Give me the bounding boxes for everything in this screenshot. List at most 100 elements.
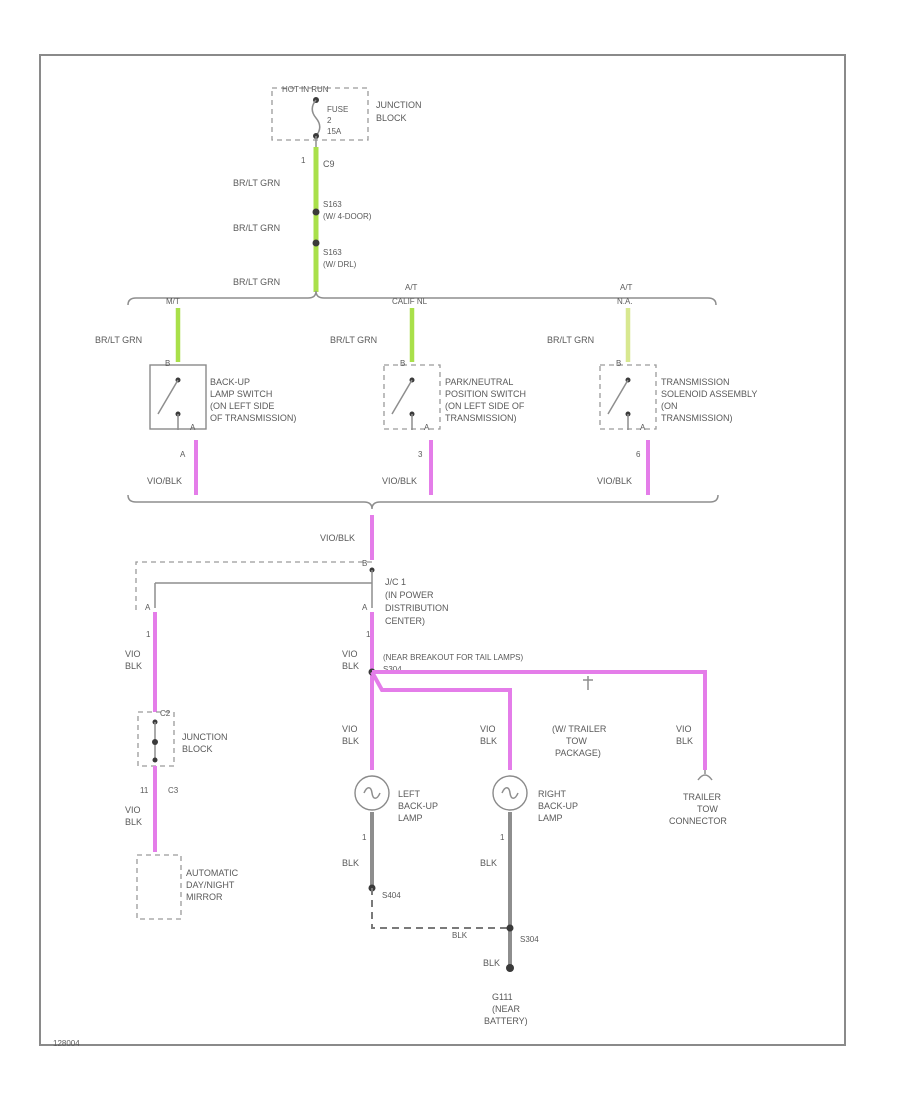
left-wire2-color-line1: VIO — [125, 805, 141, 815]
left-lamp-name-line3: LAMP — [398, 813, 423, 823]
left-ground-wire-label: BLK — [342, 858, 359, 868]
switch1-name-line1: BACK-UP — [210, 377, 250, 387]
pdc-input-wire-label: VIO/BLK — [320, 533, 355, 543]
trailer-package-line3: PACKAGE) — [555, 748, 601, 758]
trailer-wire-color-line1: VIO — [676, 724, 692, 734]
splice-s404-id: S404 — [382, 891, 401, 900]
switch-park-neutral: A/T CALIF NL BR/LT GRN B A PARK/NEUTRAL … — [330, 283, 526, 495]
ground-location-line1: (NEAR — [492, 1004, 521, 1014]
left-lamp-name-line2: BACK-UP — [398, 801, 438, 811]
switch1-name-line3: (ON LEFT SIDE — [210, 401, 274, 411]
left-jb-name-line2: BLOCK — [182, 744, 213, 754]
fuse-connector-id: C9 — [323, 159, 335, 169]
option-bus-top — [127, 290, 717, 306]
switch3-name-line3: (ON — [661, 401, 678, 411]
right-lamp-filament — [501, 787, 519, 799]
left-branch-mirror-circuit: VIO BLK C2 JUNCTION BLOCK 11 C3 VIO BLK … — [125, 612, 239, 920]
ground-tie-wire-label: BLK — [452, 931, 468, 940]
switch3-pin-number: 6 — [636, 450, 641, 459]
switch2-pin-bottom: A — [424, 423, 430, 432]
splice-s163-drl — [312, 239, 320, 247]
junction-block-name-line1: JUNCTION — [376, 100, 422, 110]
pdc-pin-in: B — [362, 559, 367, 568]
switch3-bus-tag: A/T — [620, 283, 633, 292]
mirror-name-line1: AUTOMATIC — [186, 868, 239, 878]
pdc-name-line4: CENTER) — [385, 616, 425, 626]
left-lamp-wire-line2: BLK — [342, 736, 359, 746]
mirror-name-line3: MIRROR — [186, 892, 223, 902]
switch2-bus-tag: A/T — [405, 283, 418, 292]
pdc-left-pin-number: 1 — [146, 630, 151, 639]
splice-note: (NEAR BREAKOUT FOR TAIL LAMPS) — [383, 653, 524, 662]
pdc-right-pin-number: 1 — [366, 630, 371, 639]
switch1-contact-arm — [157, 379, 179, 415]
switch2-pin-number: 3 — [418, 450, 423, 459]
switch2-name-line3: (ON LEFT SIDE OF — [445, 401, 525, 411]
pdc-name-line3: DISTRIBUTION — [385, 603, 449, 613]
switch-transmission-solenoid: A/T N.A. BR/LT GRN B A TRANSMISSION SOLE… — [547, 283, 757, 495]
diagram-code: 128004 — [53, 1039, 80, 1048]
trailer-feed-wire — [372, 670, 707, 770]
center-wire-color-line2: BLK — [342, 661, 359, 671]
trailer-connector-line1: TRAILER — [683, 792, 722, 802]
switch1-input-wire-label: BR/LT GRN — [95, 335, 142, 345]
center-lamp-circuit: VIO BLK (NEAR BREAKOUT FOR TAIL LAMPS) S… — [342, 612, 707, 1026]
switch2-name-line4: TRANSMISSION) — [445, 413, 517, 423]
right-lamp-feed-wire — [370, 671, 512, 770]
switch2-output-wire-label: VIO/BLK — [382, 476, 417, 486]
switch3-contact-arm — [607, 379, 629, 415]
left-lamp-name-line1: LEFT — [398, 789, 421, 799]
wire-color-label-2: BR/LT GRN — [233, 223, 280, 233]
ground-g111-point — [506, 964, 514, 972]
fuse-label: FUSE — [327, 105, 348, 114]
left-jb-pin-top: C2 — [160, 709, 171, 718]
top-trunk-wire: BR/LT GRN S163 (W/ 4-DOOR) BR/LT GRN S16… — [233, 136, 372, 292]
ground-tie-dashed-wire — [371, 888, 510, 929]
option-brace-bottom — [127, 494, 719, 510]
left-wire1-color-line1: VIO — [125, 649, 141, 659]
switch3-input-wire-label: BR/LT GRN — [547, 335, 594, 345]
power-distribution-center: VIO/BLK B A A J/C 1 (IN POWER DISTRIBUTI… — [135, 515, 449, 639]
pdc-outline — [135, 561, 372, 610]
splice-2-id: S163 — [323, 248, 342, 257]
ground-location-line2: BATTERY) — [484, 1016, 528, 1026]
switch-backup-lamp: M/T BR/LT GRN B A BACK-UP LAMP SWITCH (O… — [95, 297, 296, 495]
ground-wire-label: BLK — [483, 958, 500, 968]
switch2-bus-tag2: CALIF NL — [392, 297, 428, 306]
diagram-frame — [39, 54, 846, 1046]
splice-s163-4door — [312, 208, 320, 216]
left-jb-pin-bottom: C3 — [168, 786, 179, 795]
switch1-pin-top: B — [165, 359, 170, 368]
trailer-connector-line3: CONNECTOR — [669, 816, 727, 826]
switch1-pin-bottom: A — [190, 423, 196, 432]
right-ground-wire-label: BLK — [480, 858, 497, 868]
option-brace-top — [127, 290, 717, 306]
switch3-bus-tag2: N.A. — [617, 297, 633, 306]
switch1-bus-tag: M/T — [166, 297, 180, 306]
fuse-amperage: 15A — [327, 127, 342, 136]
left-wire1-color-line2: BLK — [125, 661, 142, 671]
junction-block-outline — [271, 87, 369, 141]
trailer-connector-line2: TOW — [697, 804, 718, 814]
left-lamp-wire-line1: VIO — [342, 724, 358, 734]
left-jb-pin-number: 11 — [140, 786, 149, 795]
switch3-pin-bottom: A — [640, 423, 646, 432]
hot-in-run-label: HOT IN RUN — [282, 85, 329, 94]
right-lamp-wire-line2: BLK — [480, 736, 497, 746]
left-lamp-filament — [363, 787, 381, 799]
wire-color-label-3: BR/LT GRN — [233, 277, 280, 287]
splice-ground-2 — [506, 924, 514, 932]
switch2-pin-top: B — [400, 359, 405, 368]
left-lamp-pin: 1 — [362, 833, 367, 842]
mirror-outline — [136, 854, 182, 920]
switch2-name-line2: POSITION SWITCH — [445, 389, 526, 399]
trailer-connector-symbol — [697, 770, 713, 781]
right-lamp-pin: 1 — [500, 833, 505, 842]
right-lamp-name-line1: RIGHT — [538, 789, 567, 799]
fuse-number: 2 — [327, 116, 332, 125]
pdc-pin-out-left: A — [145, 603, 151, 612]
right-lamp-name-line3: LAMP — [538, 813, 563, 823]
switch2-input-wire-label: BR/LT GRN — [330, 335, 377, 345]
switch3-name-line4: TRANSMISSION) — [661, 413, 733, 423]
